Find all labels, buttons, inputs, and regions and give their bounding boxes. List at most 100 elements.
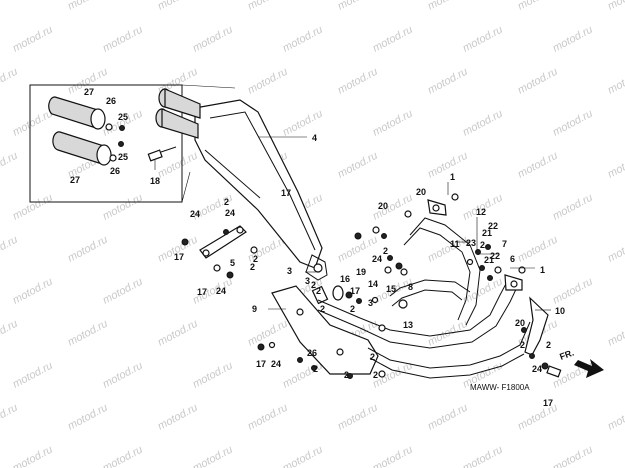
watermark-text: motod.ru: [371, 444, 415, 468]
callout-number: 6: [510, 254, 515, 264]
watermark-text: motod.ru: [461, 24, 505, 55]
callout-number: 17: [350, 286, 360, 296]
callout-number: 2: [350, 304, 355, 314]
watermark-text: motod.ru: [606, 0, 625, 13]
bolt-18: [147, 146, 177, 162]
watermark-text: motod.ru: [66, 234, 110, 265]
muffler: [155, 88, 328, 281]
callout-number: 14: [368, 279, 378, 289]
watermark-text: motod.ru: [426, 234, 470, 265]
exhaust-pipes: [317, 199, 531, 379]
callout-number: 21: [484, 255, 494, 265]
watermark-text: motod.ru: [101, 192, 145, 223]
tailpipe-lower: [52, 131, 112, 166]
callout-number: 24: [532, 364, 542, 374]
callout-number: 19: [356, 267, 366, 277]
callout-number: 24: [271, 359, 281, 369]
callout-number: 17: [543, 398, 553, 408]
watermark-text: motod.ru: [551, 444, 595, 468]
watermark-text: motod.ru: [336, 150, 380, 181]
callout-number: 17: [197, 287, 207, 297]
watermark-text: motod.ru: [336, 402, 380, 433]
callout-number: 20: [416, 187, 426, 197]
callout-number: 27: [84, 87, 94, 97]
callout-number: 2: [373, 370, 378, 380]
watermark-text: motod.ru: [246, 402, 290, 433]
callout-number: 2: [224, 197, 229, 207]
callout-number: 17: [256, 359, 266, 369]
callout-number: 21: [482, 228, 492, 238]
callout-number: 3: [287, 266, 292, 276]
watermark-text: motod.ru: [426, 150, 470, 181]
callout-number: 23: [466, 238, 476, 248]
watermark-text: motod.ru: [551, 192, 595, 223]
watermark-text: motod.ru: [551, 276, 595, 307]
watermark-text: motod.ru: [11, 360, 55, 391]
watermark-text: motod.ru: [11, 192, 55, 223]
callout-number: 17: [174, 252, 184, 262]
callout-number: 22: [490, 251, 500, 261]
callout-number: 24: [225, 208, 235, 218]
tailpipe-upper: [48, 96, 106, 130]
callout-number: 12: [476, 207, 486, 217]
watermark-text: motod.ru: [11, 24, 55, 55]
watermark-text: motod.ru: [11, 444, 55, 468]
watermark-text: motod.ru: [66, 318, 110, 349]
watermark-text: motod.ru: [371, 24, 415, 55]
callout-number: 13: [403, 320, 413, 330]
watermark-text: motod.ru: [156, 0, 200, 13]
callout-number: 2: [316, 286, 321, 296]
callout-number: 3: [305, 276, 310, 286]
callout-number: 2: [480, 240, 485, 250]
watermark-text: motod.ru: [281, 444, 325, 468]
watermark-text: motod.ru: [461, 444, 505, 468]
watermark-text: motod.ru: [371, 108, 415, 139]
watermark-text: motod.ru: [336, 66, 380, 97]
watermark-text: motod.ru: [606, 318, 625, 349]
watermark-text: motod.ru: [551, 24, 595, 55]
front-marker-text: FR.: [558, 348, 575, 362]
callout-number: 22: [488, 221, 498, 231]
leader-lines: [154, 136, 551, 311]
watermark-text: motod.ru: [0, 234, 20, 265]
callout-number: 24: [190, 209, 200, 219]
watermark-text: motod.ru: [606, 66, 625, 97]
callout-number: 26: [307, 348, 317, 358]
callout-number: 2: [250, 262, 255, 272]
watermark-text: motod.ru: [101, 360, 145, 391]
callout-number: 2: [383, 246, 388, 256]
callout-number: 10: [555, 306, 565, 316]
watermark-text: motod.ru: [66, 0, 110, 13]
watermark-text: motod.ru: [0, 66, 20, 97]
watermark-text: motod.ru: [516, 402, 560, 433]
watermark-text: motod.ru: [516, 0, 560, 13]
callout-number: 24: [216, 286, 226, 296]
watermark-text: motod.ru: [551, 108, 595, 139]
watermark-text: motod.ru: [336, 0, 380, 13]
callout-number: 2: [520, 340, 525, 350]
callout-number: 27: [70, 175, 80, 185]
joint-clamp: [311, 285, 353, 305]
callout-number: 8: [408, 282, 413, 292]
callout-number: 2: [344, 370, 349, 380]
callout-number: 17: [281, 188, 291, 198]
watermark-text: motod.ru: [281, 360, 325, 391]
callout-number: 4: [312, 133, 317, 143]
watermark-text: motod.ru: [426, 66, 470, 97]
watermark-text: motod.ru: [156, 150, 200, 181]
right-bracket: [524, 296, 562, 378]
callout-number: 25: [118, 152, 128, 162]
watermark-text: motod.ru: [11, 108, 55, 139]
callout-number: 9: [252, 304, 257, 314]
watermark-text: motod.ru: [191, 444, 235, 468]
watermark-text: motod.ru: [66, 402, 110, 433]
callout-number: 15: [386, 284, 396, 294]
callout-number: 7: [502, 239, 507, 249]
inset-frame: [29, 84, 183, 203]
watermark-text: motod.ru: [516, 234, 560, 265]
watermark-text: motod.ru: [461, 108, 505, 139]
muffler-bracket: [181, 225, 258, 279]
callout-number: 11: [450, 239, 460, 249]
